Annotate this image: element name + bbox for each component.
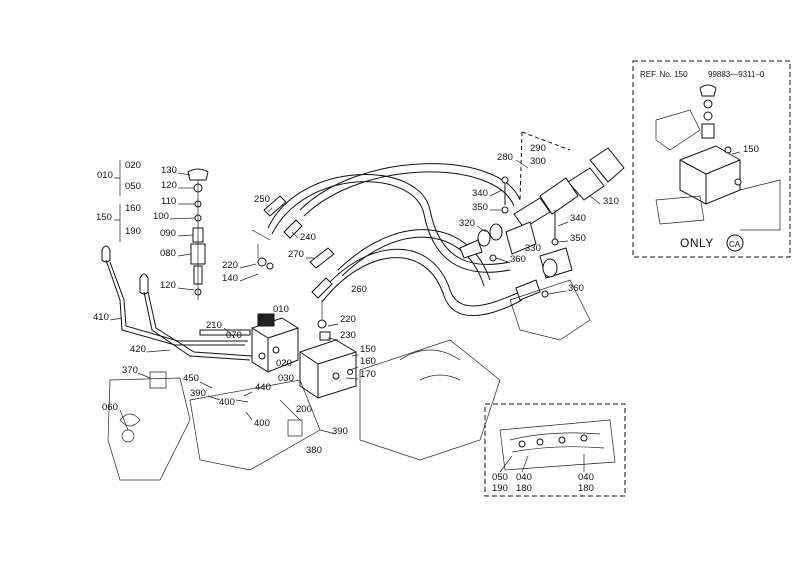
callout-c300: 300 [530, 156, 546, 167]
callout-c350b: 350 [570, 233, 586, 244]
callout-c120a: 120 [161, 180, 177, 191]
inset-only-label: ONLY [680, 236, 714, 250]
callout-c180b: 180 [578, 483, 594, 494]
callout-c010a: 010 [97, 170, 113, 181]
callout-c150b: 150 [360, 344, 376, 355]
callout-c190a: 190 [125, 226, 141, 237]
callout-c220a: 220 [222, 260, 238, 271]
callout-c050a: 050 [125, 181, 141, 192]
callout-c320: 320 [459, 218, 475, 229]
inset-ref-code: 99883—9311–0 [708, 70, 765, 79]
callout-c350a: 350 [472, 202, 488, 213]
callout-c220b: 220 [340, 314, 356, 325]
control-valve-left [199, 313, 299, 373]
callout-c380: 380 [306, 445, 322, 456]
callout-c090: 090 [160, 228, 176, 239]
part-callouts: 0100200501301201101000901501601900801204… [93, 143, 759, 494]
callout-c020a: 020 [125, 160, 141, 171]
callout-c160b: 160 [360, 356, 376, 367]
inset-detail-box [484, 403, 626, 497]
callout-c080: 080 [160, 248, 176, 259]
callout-c040b: 040 [578, 472, 594, 483]
callout-c440: 440 [255, 382, 271, 393]
callout-c070: 070 [226, 330, 242, 341]
tractor-body [107, 279, 591, 481]
callout-c040a: 040 [516, 472, 532, 483]
callout-c160a: 160 [125, 203, 141, 214]
callout-c140: 140 [222, 273, 238, 284]
callout-c400b: 400 [254, 418, 270, 429]
callout-c200: 200 [296, 404, 312, 415]
callout-c120b: 120 [160, 280, 176, 291]
callout-c010b: 010 [273, 304, 289, 315]
hydraulic-hoses [267, 163, 523, 317]
callout-c450: 450 [183, 373, 199, 384]
callout-c400a: 400 [219, 397, 235, 408]
callout-c420: 420 [130, 344, 146, 355]
callout-c340b: 340 [570, 213, 586, 224]
callout-c230: 230 [340, 330, 356, 341]
callout-c310: 310 [603, 196, 619, 207]
callout-c060: 060 [102, 402, 118, 413]
callout-c340a: 340 [472, 188, 488, 199]
callout-c360b: 360 [568, 283, 584, 294]
callout-c150a: 150 [96, 212, 112, 223]
callout-c390b: 390 [332, 426, 348, 437]
callout-c290: 290 [530, 143, 546, 154]
callout-c100: 100 [153, 211, 169, 222]
control-valve-right [299, 323, 359, 399]
callout-c370: 370 [122, 365, 138, 376]
callout-c250: 250 [254, 194, 270, 205]
callout-c150c: 150 [743, 144, 759, 155]
inset-region-badge: CA [729, 240, 741, 249]
callout-c260: 260 [351, 284, 367, 295]
coupler-assembly [459, 131, 625, 301]
callout-c270: 270 [288, 249, 304, 260]
callout-c130: 130 [161, 165, 177, 176]
callout-c190b: 190 [492, 483, 508, 494]
inset-variant-box: REF. No. 150 99883—9311–0 ONLY CA [632, 60, 791, 258]
callout-c330: 330 [525, 243, 541, 254]
callout-c280: 280 [497, 152, 513, 163]
callout-c110: 110 [161, 196, 176, 207]
callout-c360a: 360 [510, 254, 526, 265]
callout-c410: 410 [93, 312, 109, 323]
callout-c030: 030 [278, 373, 294, 384]
callout-c170: 170 [360, 369, 376, 380]
callout-c390a: 390 [190, 388, 206, 399]
hose-fittings-left [239, 195, 335, 329]
control-levers [101, 245, 253, 361]
callout-c020b: 020 [276, 358, 292, 369]
callout-c240: 240 [300, 232, 316, 243]
callout-c180a: 180 [516, 483, 532, 494]
callout-c210: 210 [206, 320, 222, 331]
inset-ref-label: REF. No. 150 [640, 70, 688, 79]
valve-parts-column [114, 160, 209, 300]
callout-c050b: 050 [492, 472, 508, 483]
